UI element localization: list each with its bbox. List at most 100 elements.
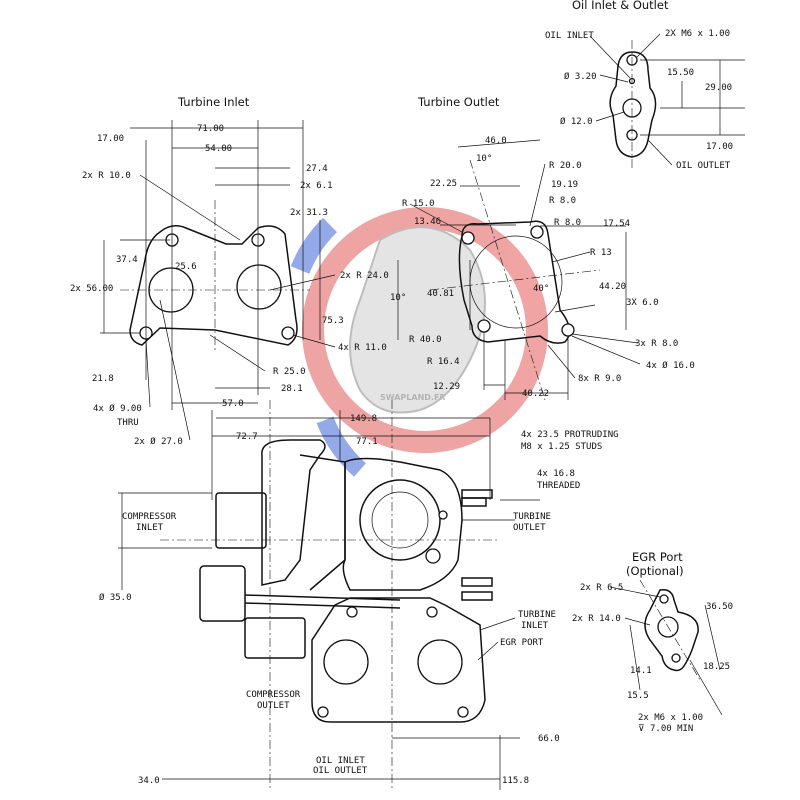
to-label-r164: R 16.4 xyxy=(427,357,460,367)
egr-label-3650: 36.50 xyxy=(706,602,733,612)
compressor-outlet-pipe xyxy=(244,617,306,659)
to-dim-46 xyxy=(457,139,541,148)
to-label-1346: 13.46 xyxy=(414,217,441,227)
to-bolt-hole-2 xyxy=(530,225,544,239)
to-bolt-hole-3 xyxy=(477,319,491,333)
asm-label-comp-in-2: INLET xyxy=(136,523,164,533)
asm-label-threaded: THREADED xyxy=(537,481,580,491)
ti-label-r11: 4x R 11.0 xyxy=(338,343,387,353)
turbine-volute xyxy=(359,479,441,561)
egr-leader-r14 xyxy=(624,617,651,626)
ti-label-57: 57.0 xyxy=(222,399,244,409)
ti-leader-d27 xyxy=(159,299,191,441)
oil-label-1550: 15.50 xyxy=(667,68,694,78)
to-leader-r8 xyxy=(571,333,639,344)
to-label-r8b: R 8.0 xyxy=(554,218,581,228)
ti-leader-r10 xyxy=(139,174,241,241)
to-label-d16: 4x Ø 16.0 xyxy=(646,360,695,371)
egr-bolt-top xyxy=(659,594,669,604)
egr-leader-r65 xyxy=(609,586,661,598)
egr-bolt-bottom xyxy=(671,653,681,663)
asm-label-egr: EGR PORT xyxy=(500,638,544,648)
ti-label-61: 2x 6.1 xyxy=(300,181,333,191)
egr-dim-155 xyxy=(629,624,641,691)
oil-label-1700: 17.00 xyxy=(706,142,733,152)
asm-label-comp-in-1: COMPRESSOR xyxy=(122,512,177,522)
asm-label-oil-in: OIL INLET xyxy=(316,756,365,766)
oil-port-fitting xyxy=(425,548,441,564)
ti-label-374: 37.4 xyxy=(116,255,138,265)
to-bolt-hole-1 xyxy=(461,231,475,245)
egr-label-r14: 2x R 14.0 xyxy=(572,614,621,624)
egr-label-141: 14.1 xyxy=(630,666,652,676)
bottom-port-left xyxy=(323,639,369,685)
to-label-r40: R 40.0 xyxy=(409,335,442,345)
bottom-turbine-inlet-flange xyxy=(311,597,486,723)
turbine-outlet-title: Turbine Outlet xyxy=(417,95,500,109)
egr-port-view: EGR Port (Optional) 2x R 6.5 36.50 2x R … xyxy=(572,550,733,734)
watermark-blue-arc-2 xyxy=(316,416,367,477)
to-label-1919: 19.19 xyxy=(551,180,578,190)
oil-label-d3: Ø 3.20 xyxy=(564,71,597,82)
ti-port-right xyxy=(236,264,282,310)
bottom-bolt-4 xyxy=(457,706,469,718)
to-label-r20: R 20.0 xyxy=(549,161,582,171)
center-housing xyxy=(299,454,346,591)
to-label-r15: R 15.0 xyxy=(402,199,435,209)
ti-label-313: 2x 31.3 xyxy=(290,208,328,218)
watermark-logo: SWAPLAND.FR xyxy=(290,207,548,477)
bottom-port-right xyxy=(417,639,463,685)
to-label-r13: R 13 xyxy=(590,248,612,258)
to-label-40deg: 40° xyxy=(533,284,549,294)
ti-label-r24: 2x R 24.0 xyxy=(340,271,389,281)
asm-label-oil-out: OIL OUTLET xyxy=(313,766,368,776)
egr-flange-outline xyxy=(644,588,699,672)
egr-title-2: (Optional) xyxy=(626,564,684,578)
to-leader-r15 xyxy=(409,203,463,233)
to-label-1229: 12.29 xyxy=(433,382,460,392)
to-label-3xr8: 3x R 8.0 xyxy=(635,339,678,349)
oil-title: Oil Inlet & Outlet xyxy=(572,0,669,12)
to-label-46: 46.0 xyxy=(485,136,507,146)
ti-label-256: 25.6 xyxy=(175,262,197,272)
actuator-rod xyxy=(244,594,401,601)
to-leader-r9 xyxy=(547,344,576,379)
egr-dim-3650 xyxy=(704,604,721,671)
ti-label-thru: THRU xyxy=(117,418,139,428)
turbine-housing xyxy=(342,457,463,591)
watermark-blue-arc xyxy=(290,217,338,274)
asm-label-771: 77.1 xyxy=(356,437,378,447)
to-label-1754: 17.54 xyxy=(603,219,630,229)
oil-label-m6: 2X M6 x 1.00 xyxy=(665,29,730,39)
ti-leader-r11 xyxy=(292,334,336,348)
bottom-bolt-1 xyxy=(346,606,358,618)
asm-label-turb-in-2: INLET xyxy=(521,621,549,631)
turbine-inlet-outline xyxy=(129,225,298,346)
asm-label-comp-out-1: COMPRESSOR xyxy=(246,690,301,700)
oil-leader-d3 xyxy=(599,74,629,83)
asm-label-turb-out-2: OUTLET xyxy=(513,523,546,533)
oil-leader-m6 xyxy=(635,33,661,59)
turbo-assembly-view: 149.8 72.7 77.1 4x 23.5 PROTRUDING M8 x … xyxy=(99,400,619,790)
asm-label-d35: Ø 35.0 xyxy=(99,592,132,603)
ti-label-56: 2x 56.00 xyxy=(70,284,113,294)
asm-label-turb-in-1: TURBINE xyxy=(518,610,556,620)
actuator-rod-2 xyxy=(244,602,401,609)
asm-label-34: 34.0 xyxy=(138,776,160,786)
ti-leader-r25 xyxy=(209,334,266,372)
egr-label-depth: ⊽ 7.00 MIN xyxy=(638,724,693,734)
oil-label-2900: 29.00 xyxy=(705,83,732,93)
to-label-4081: 40.81 xyxy=(427,289,454,299)
turbine-inlet-title: Turbine Inlet xyxy=(177,95,250,109)
ti-label-54: 54.00 xyxy=(205,144,232,154)
ti-label-281: 28.1 xyxy=(281,384,303,394)
ti-label-d27: 2x Ø 27.0 xyxy=(134,436,183,447)
egr-label-m6: 2x M6 x 1.00 xyxy=(638,713,703,723)
oil-label-inlet: OIL INLET xyxy=(545,31,594,41)
to-centerline-1 xyxy=(469,159,546,401)
to-label-10deg-b: 10° xyxy=(390,293,406,303)
turbine-inlet-view: Turbine Inlet 71.00 17.00 54.00 2x R 10 xyxy=(70,95,389,447)
to-leader-r20 xyxy=(529,163,546,227)
to-label-2225: 22.25 xyxy=(430,179,457,189)
compressor-inlet-pipe xyxy=(215,492,267,549)
